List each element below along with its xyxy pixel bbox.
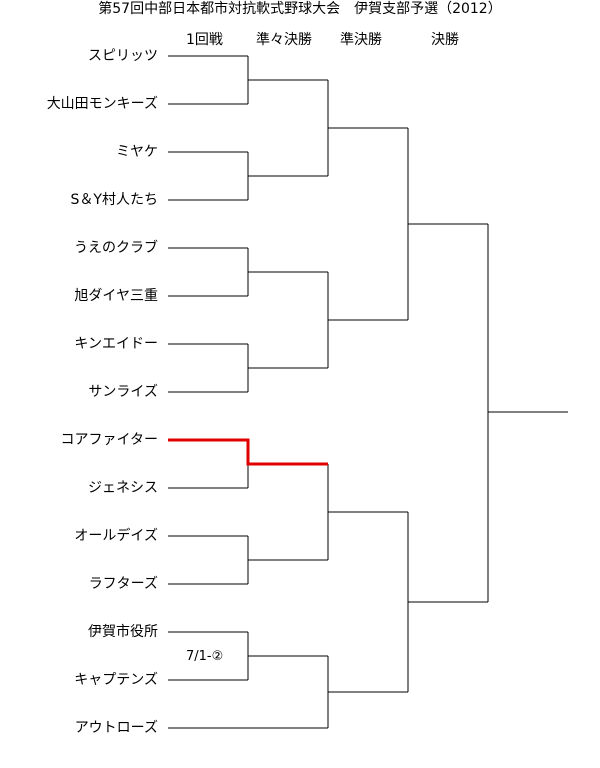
team-ueno-club: うえのクラブ xyxy=(74,240,158,256)
team-laughters: ラフターズ xyxy=(88,576,158,592)
team-oldays: オールデイズ xyxy=(74,528,158,544)
round-1-header: 1回戦 xyxy=(186,32,223,48)
team-captains: キャプテンズ xyxy=(74,672,158,688)
winner-path-line xyxy=(168,438,328,466)
team-outlaws: アウトローズ xyxy=(74,720,158,736)
page-title: 第57回中部日本都市対抗軟式野球大会 伊賀支部予選（2012） xyxy=(98,1,502,17)
final-header: 決勝 xyxy=(431,32,459,48)
semifinal-header: 準決勝 xyxy=(340,32,382,48)
team-sunrise: サンライズ xyxy=(88,384,158,400)
team-core-fighter: コアファイター xyxy=(60,432,158,448)
team-sy-murabitotachi: S＆Y村人たち xyxy=(70,192,158,208)
team-kineido: キンエイドー xyxy=(74,336,158,352)
team-spirits: スピリッツ xyxy=(88,48,158,64)
team-genesis: ジェネシス xyxy=(88,480,158,496)
team-oyamada-monkeys: 大山田モンキーズ xyxy=(46,96,158,112)
team-miyake: ミヤケ xyxy=(116,144,158,160)
team-asahi-diamond-mie: 旭ダイヤ三重 xyxy=(74,288,158,304)
quarterfinal-header: 準々決勝 xyxy=(256,32,312,48)
match-date-note: 7/1-② xyxy=(186,649,224,664)
team-iga-city-hall: 伊賀市役所 xyxy=(88,624,158,640)
